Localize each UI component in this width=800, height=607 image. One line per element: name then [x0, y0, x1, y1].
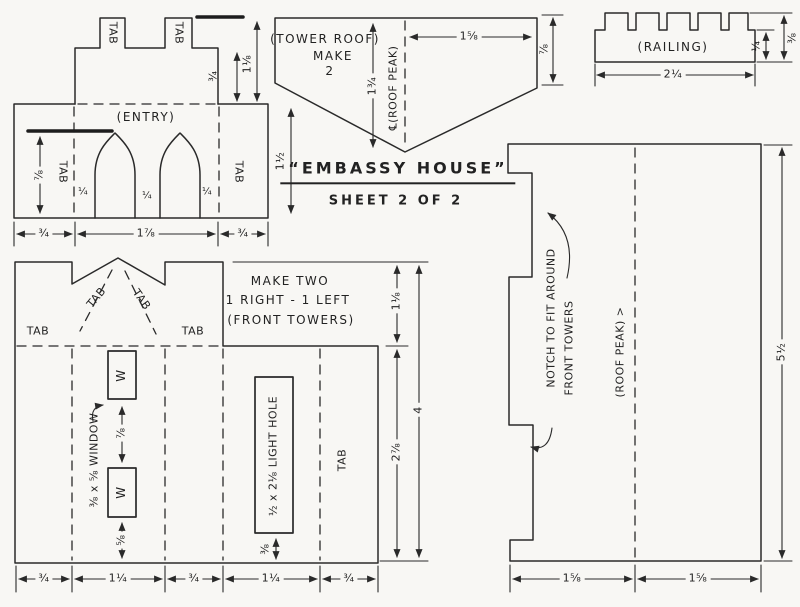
entry-tab-top-left-label: TAB	[106, 21, 120, 45]
roof-peak-dim-right: 5½	[775, 339, 789, 365]
window-letter-lower: W	[114, 485, 129, 499]
entry-tab-left-label: TAB	[56, 160, 70, 184]
entry-dim-arch-center: ¼	[141, 190, 153, 202]
entry-tab-top-right-label: TAB	[172, 21, 186, 45]
tower-roof-centerline-label: ℄(ROOF PEAK)	[386, 45, 400, 131]
entry-dim-upper-inner: ¾	[206, 70, 220, 82]
sheet-subtitle: SHEET 2 OF 2	[328, 193, 464, 209]
tower-roof-label: (TOWER ROOF)	[270, 32, 380, 47]
front-towers-dim-window-bottom: ⅝	[115, 531, 129, 549]
front-towers-tab-right-label: TAB	[181, 324, 205, 338]
entry-dim-arch-right: ¼	[201, 186, 213, 198]
front-towers-tab-left-label: TAB	[26, 324, 50, 338]
entry-dim-right-height: 1½	[273, 151, 287, 171]
tower-roof-dim-height: 1¾	[366, 73, 380, 99]
front-towers-dim-window-gap: ⅞	[115, 424, 129, 442]
front-towers-dim-bottom-5: ¾	[340, 572, 358, 586]
tower-roof-dim-half-width: 1⅝	[456, 30, 482, 44]
railing-dim-width: 2¼	[660, 68, 686, 82]
front-towers-dim-bottom-4: 1¼	[258, 572, 284, 586]
window-letter-upper: W	[114, 368, 129, 382]
front-towers-note-3: (FRONT TOWERS)	[227, 313, 355, 328]
sheet-title: “EMBASSY HOUSE”	[280, 158, 516, 185]
front-towers-dim-total-right: 4	[412, 403, 426, 417]
roof-peak-notch-note-line2: FRONT TOWERS	[562, 300, 576, 396]
roof-peak-notch-note-line1: NOTCH TO FIT AROUND	[544, 248, 558, 388]
entry-dim-bottom-center: 1⅞	[133, 227, 159, 241]
entry-piece	[13, 15, 295, 247]
roof-peak-dim-bottom-right: 1⅝	[685, 572, 711, 586]
roof-peak-centerline-label: (ROOF PEAK) >	[613, 306, 627, 398]
front-towers-dim-bottom-1: ¾	[35, 572, 53, 586]
front-towers-tab-column-label: TAB	[335, 448, 349, 472]
front-towers-dim-upper-right: 1⅛	[390, 288, 404, 314]
front-towers-dim-bottom-2: 1¼	[105, 572, 131, 586]
railing-dim-total: ⅜	[785, 32, 799, 44]
light-hole-note: ½ x 2⅛ LIGHT HOLE	[266, 395, 280, 517]
entry-label: (ENTRY)	[116, 110, 176, 125]
railing-label: (RAILING)	[637, 40, 709, 55]
front-towers-dim-lower-right: 2⅞	[390, 439, 404, 465]
entry-tab-right-label: TAB	[232, 160, 246, 184]
railing-dim-body: ¼	[749, 40, 763, 52]
entry-dim-bottom-left: ¾	[35, 227, 53, 241]
tower-roof-dim-right-edge: ⅞	[537, 43, 551, 55]
entry-dim-bottom-right: ¾	[234, 227, 252, 241]
tower-roof-make-label: MAKE	[312, 49, 354, 64]
roof-peak-dim-bottom-left: 1⅝	[559, 572, 585, 586]
entry-dim-upper-outer: 1⅛	[240, 54, 254, 74]
entry-dim-arch-left: ¼	[77, 186, 89, 198]
entry-dim-left-height: ⅞	[33, 166, 47, 184]
front-towers-note-1: MAKE TWO	[250, 274, 330, 289]
front-towers-note-2: 1 RIGHT - 1 LEFT	[225, 293, 351, 308]
window-size-note: ⅜ x ⅝ WINDOW	[87, 412, 101, 508]
tower-roof-qty-label: 2	[325, 64, 335, 79]
front-towers-dim-hole-bottom: ⅜	[258, 543, 272, 555]
front-towers-piece	[14, 257, 429, 593]
front-towers-dim-bottom-3: ¾	[185, 572, 203, 586]
